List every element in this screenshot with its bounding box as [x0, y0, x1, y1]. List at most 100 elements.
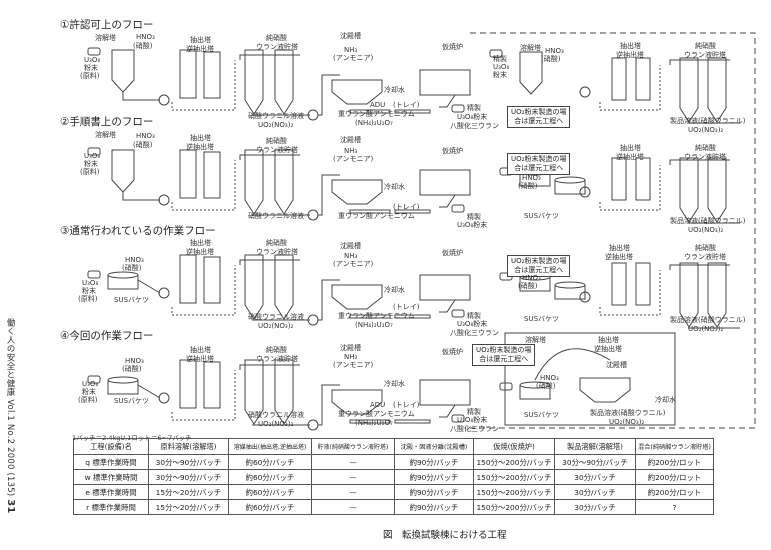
col-header: 溶媒抽出(抽出塔,逆抽出塔) — [228, 438, 312, 455]
back-extraction-column-icon — [203, 51, 221, 99]
table-cell: e 標準作業時間 — [73, 484, 149, 500]
flow-line — [669, 159, 730, 165]
uo2-note-r4-line-1: UO₂粉末製造の場 — [476, 346, 532, 354]
adu-tray-icon — [349, 209, 391, 214]
uo2-note-r4-line-2: 合は還元工程へ — [479, 355, 529, 363]
extraction-r3: 抽出塔 — [190, 239, 211, 247]
adu-r4: ADU — [370, 401, 386, 409]
sus-bucket-icon-2-rim — [554, 176, 586, 184]
extraction-tower-label: 抽出塔 — [190, 36, 211, 44]
figure-caption: 図 転換試験棟における工程 — [383, 530, 507, 541]
uo2-note-line-2: 合は還元工程へ — [514, 117, 564, 125]
dissolution-tank-r4: 溶解塔 — [525, 336, 546, 344]
back-extraction-label-r2: 逆抽出塔 — [186, 143, 214, 151]
flow-line — [669, 59, 730, 65]
flow-line — [137, 384, 161, 399]
col-header: 原料溶解(溶解塔) — [148, 438, 229, 455]
extraction-r2b: 抽出塔 — [620, 144, 641, 152]
uo2-reduction-note-r2: UO₂粉末製造の場 合は還元工程へ — [507, 153, 571, 175]
table-cell: 約90分/バッチ — [394, 469, 474, 485]
product-solution-label-r1: 製品溶液(硝酸ウラニル) — [670, 117, 746, 125]
uranyl-solution-r3: 硝酸ウラニル溶液 — [248, 313, 304, 321]
pure-storage-r2-2: ウラン液貯塔 — [256, 146, 298, 154]
powder-cup-icon — [87, 47, 101, 56]
recycle-line — [599, 165, 661, 211]
nitric-acid-r4b: (硝酸) — [536, 382, 556, 390]
table-cell: 約200分/ロット — [635, 484, 714, 500]
nh3-r3: NH₃ — [344, 252, 358, 260]
u3o8-powder-label: U₃O₈粉末 — [457, 113, 488, 121]
pure-storage-r3b-2: ウラン液貯塔 — [684, 253, 726, 261]
recycle-line — [599, 65, 661, 111]
table-cell: 150分〜200分/バッチ — [473, 454, 555, 470]
adu-tray-icon — [349, 109, 391, 114]
storage-tower-icon-2 — [274, 359, 294, 425]
powder-label-r2: 粉末 — [84, 160, 98, 168]
uo2-reduction-note: UO₂粉末製造の場 合は還元工程へ — [507, 106, 571, 128]
precipitation-tank-icon-2 — [579, 377, 631, 403]
flow-line — [239, 364, 300, 370]
flow-line — [318, 174, 340, 216]
powder-label: 粉末 — [84, 64, 98, 72]
adu-formula-r4: (NH₄)₂U₂O₇ — [355, 419, 393, 427]
adu-label: ADU — [370, 101, 386, 109]
cooling-water-label: 冷却水 — [384, 86, 405, 94]
extraction-r4: 抽出塔 — [190, 346, 211, 354]
back-extraction-column-icon — [203, 361, 221, 409]
hno3-r3: HNO₃ — [125, 256, 144, 264]
dissolution-tank-label-2: 溶解塔 — [520, 44, 541, 52]
tray-label: (トレイ) — [393, 101, 420, 109]
pure-storage-r1-2: ウラン液貯塔 — [684, 51, 726, 59]
nitric-acid-r2b: (硝酸) — [518, 182, 538, 190]
refined-r3: 精製 — [467, 312, 481, 320]
raw-material-r4: (原料) — [78, 396, 98, 404]
pump-icon — [158, 194, 170, 206]
dissolver-tank-icon-2 — [519, 51, 543, 95]
recycle-line — [171, 265, 236, 316]
table-cell: 約60分/バッチ — [228, 469, 312, 485]
extraction-tower-label-r1: 抽出塔 — [620, 42, 641, 50]
u3o8-r3: U₃O₈ — [82, 279, 99, 287]
pure-storage-label-1: 純硝酸 — [266, 34, 287, 42]
table-cell: ? — [635, 499, 714, 515]
octoxide-r4: 八酸化三ウラン — [450, 425, 499, 433]
hno3-r2b: HNO₃ — [522, 174, 541, 182]
cooling-water-r2: 冷却水 — [384, 183, 405, 191]
tray-icon — [394, 419, 431, 424]
uo2no3-r4b: UO₂(NO₃)₂ — [609, 418, 645, 426]
u3o8-label-2: U₃O₈ — [493, 63, 510, 71]
table-cell: 約90分/バッチ — [394, 454, 474, 470]
uranyl-solution-r4: 硝酸ウラニル溶液 — [248, 411, 304, 419]
adu-formula-r3: (NH₄)₂U₂O₇ — [355, 321, 393, 329]
sus-bucket-icon-2-rim — [554, 281, 586, 289]
ammonia-r4: (アンモニア) — [333, 361, 374, 369]
table-cell: 約90分/バッチ — [394, 499, 474, 515]
storage-tower-icon-2 — [274, 254, 294, 320]
table-cell: 30分/バッチ — [554, 499, 636, 515]
uo2-note-r2-line-2: 合は還元工程へ — [514, 164, 564, 172]
pure-storage-r4-2: ウラン液貯塔 — [256, 355, 298, 363]
col-header: 仮焼(仮焼炉) — [473, 438, 555, 455]
uo2no3-r2: UO₂(NO₃)₂ — [688, 226, 724, 234]
col-header: 製品溶解(溶解塔) — [554, 438, 636, 455]
ammonia-r2: (アンモニア) — [333, 155, 374, 163]
adu-tray-icon — [349, 314, 391, 319]
uo2-note-r2-line-1: UO₂粉末製造の場 — [511, 155, 567, 163]
calciner-r4: 仮焼炉 — [442, 348, 463, 356]
cooling-water-r4b: 冷却水 — [655, 396, 676, 404]
back-extraction-column-icon — [203, 256, 221, 304]
flow-line — [239, 154, 300, 160]
extraction-column-icon — [179, 359, 197, 409]
table-cell: — — [311, 469, 395, 485]
table-row: q 標準作業時間 30分〜90分/バッチ 約60分/バッチ — 約90分/バッチ… — [73, 454, 714, 470]
hno3-label-r2: HNO₃ — [136, 132, 155, 140]
section-title-4: ④今回の作業フロー — [60, 330, 154, 342]
table-cell: 約60分/バッチ — [228, 484, 312, 500]
calciner-icon — [419, 274, 471, 301]
flow-line — [122, 92, 160, 101]
table-cell: 約60分/バッチ — [228, 499, 312, 515]
product-solution-r4: 製品溶液(硝酸ウラニル) — [590, 409, 666, 417]
table-cell: — — [311, 499, 395, 515]
flow-line — [137, 279, 161, 294]
